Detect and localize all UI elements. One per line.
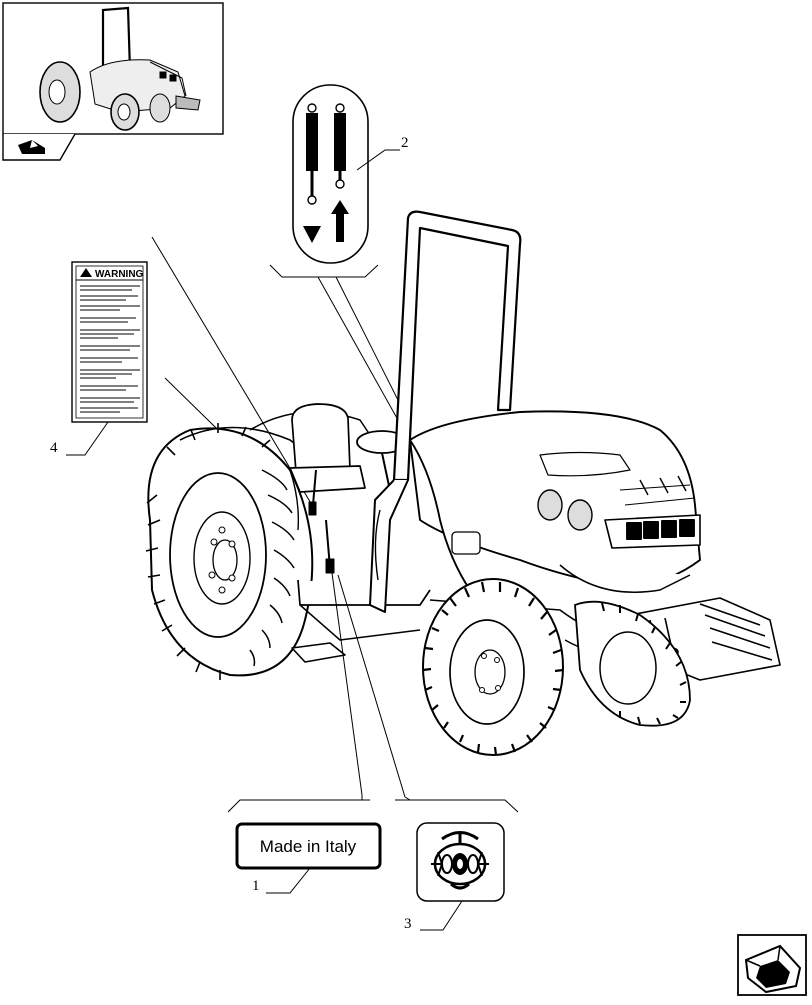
- hydraulic-decal: 2: [269, 84, 409, 421]
- warning-title: WARNING: [95, 269, 144, 280]
- hydraulic-lift-cylinders-icon: [303, 103, 349, 243]
- pto-decal: 3: [404, 822, 505, 932]
- next-page-arrow-icon: [744, 944, 802, 994]
- hood: [409, 410, 701, 601]
- tractor-thumbnail-icon: [39, 6, 201, 131]
- pto-decal-icon: [431, 831, 489, 890]
- page-arrow-icon: [18, 140, 45, 154]
- next-page-button[interactable]: [737, 934, 807, 996]
- tractor-illustration: [145, 210, 781, 798]
- front-wheel-far: [574, 600, 691, 727]
- warning-triangle-icon: [80, 268, 92, 277]
- callout-2: 2: [401, 135, 409, 151]
- made-in-italy-label: Made in Italy: [260, 837, 357, 856]
- bottom-brackets: [227, 795, 519, 813]
- callout-1: 1: [252, 878, 260, 894]
- made-in-italy-decal: Made in Italy 1: [235, 822, 382, 894]
- rear-wheel: [145, 423, 314, 680]
- operator-seat: [289, 403, 366, 493]
- front-wheel-near: [422, 578, 564, 756]
- thumbnail-panel[interactable]: [2, 2, 224, 161]
- callout-3: 3: [404, 916, 412, 932]
- callout-4: 4: [50, 440, 58, 456]
- warning-decal: WARNING 4: [50, 236, 313, 511]
